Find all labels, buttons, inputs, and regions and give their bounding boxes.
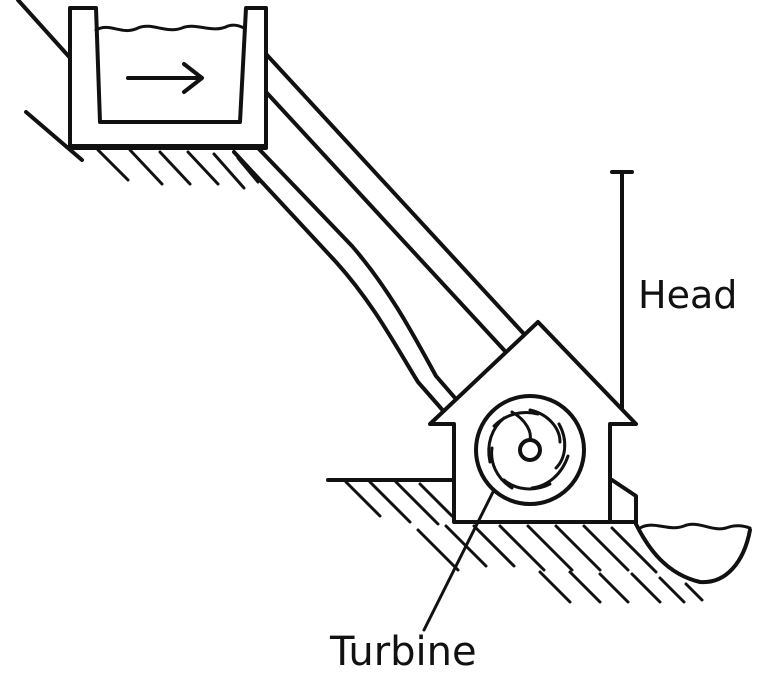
hill-line [24, 110, 84, 162]
turbine-icon [474, 394, 586, 506]
reservoir [68, 6, 268, 148]
penstock-inner-bottom [256, 146, 464, 408]
reservoir-wall [68, 6, 268, 148]
upper-ground-hatching [96, 148, 260, 190]
turbine-label: Turbine [330, 629, 477, 675]
penstock [232, 52, 526, 416]
tailrace-water-surface [638, 522, 752, 531]
tailrace [634, 522, 752, 585]
head-label: Head [638, 273, 738, 317]
hill-line [16, 0, 74, 62]
tailrace-basin [634, 522, 752, 585]
penstock-inner-top [264, 90, 506, 352]
head-marker [610, 170, 634, 418]
right-arrow-icon [126, 62, 204, 94]
penstock-outer-bottom [232, 150, 448, 416]
outlet-edge [610, 478, 638, 526]
penstock-outer-top [264, 52, 526, 336]
water-surface [94, 23, 246, 33]
turbine-pointer [422, 488, 496, 632]
